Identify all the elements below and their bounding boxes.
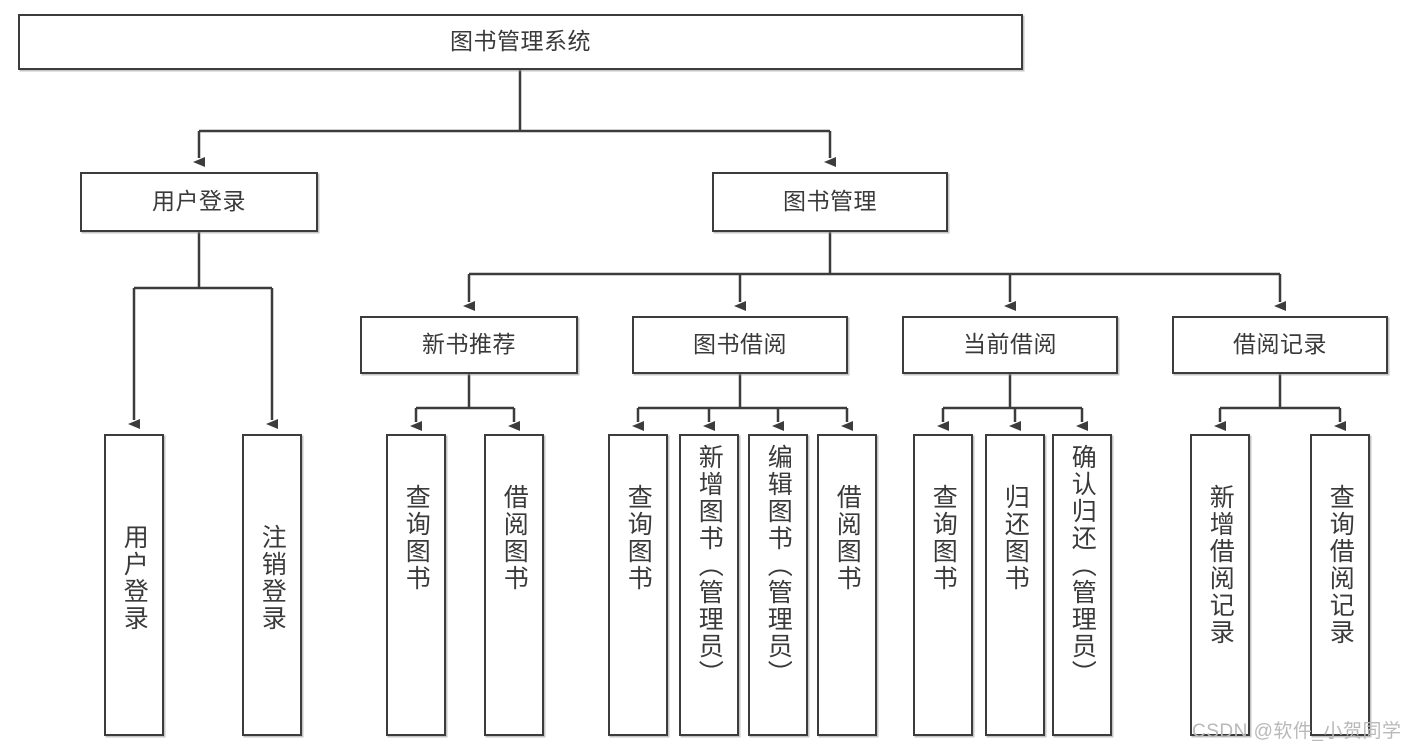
- node-leaf-logout-login-label: 注销登录: [258, 524, 287, 632]
- node-leaf-query-book-1[interactable]: 查询图书: [386, 434, 446, 736]
- node-book-borrow-label: 图书借阅: [693, 331, 787, 358]
- node-user-login[interactable]: 用户登录: [80, 172, 318, 232]
- node-leaf-borrow-book-2-label: 借阅图书: [833, 484, 862, 592]
- node-borrow-record[interactable]: 借阅记录: [1172, 316, 1388, 374]
- node-root-label: 图书管理系统: [450, 28, 591, 55]
- node-book-management[interactable]: 图书管理: [712, 172, 948, 232]
- node-leaf-logout-login[interactable]: 注销登录: [242, 434, 302, 736]
- csdn-watermark: CSDN @软件_小贺同学: [1192, 721, 1402, 742]
- node-leaf-return-book[interactable]: 归还图书: [985, 434, 1045, 736]
- node-user-login-label: 用户登录: [152, 188, 246, 215]
- node-leaf-query-borrow-record[interactable]: 查询借阅记录: [1310, 434, 1370, 736]
- node-leaf-borrow-book-2[interactable]: 借阅图书: [817, 434, 877, 736]
- node-leaf-edit-book-admin[interactable]: 编辑图书（管理员）: [748, 434, 808, 736]
- node-leaf-query-book-3-label: 查询图书: [929, 484, 958, 592]
- node-leaf-confirm-return-admin[interactable]: 确认归还（管理员）: [1052, 434, 1112, 736]
- node-borrow-record-label: 借阅记录: [1233, 331, 1327, 358]
- node-leaf-user-login-label: 用户登录: [120, 524, 149, 632]
- node-leaf-query-borrow-record-label: 查询借阅记录: [1326, 484, 1355, 646]
- node-root-system[interactable]: 图书管理系统: [18, 14, 1023, 70]
- node-leaf-add-borrow-record-label: 新增借阅记录: [1206, 484, 1235, 646]
- node-leaf-add-book-admin-label: 新增图书（管理员）: [695, 444, 724, 687]
- node-leaf-edit-book-admin-label: 编辑图书（管理员）: [764, 444, 793, 687]
- node-leaf-add-borrow-record[interactable]: 新增借阅记录: [1190, 434, 1250, 736]
- node-current-borrow[interactable]: 当前借阅: [902, 316, 1118, 374]
- node-leaf-query-book-2-label: 查询图书: [624, 484, 653, 592]
- node-leaf-borrow-book-1[interactable]: 借阅图书: [484, 434, 544, 736]
- node-leaf-add-book-admin[interactable]: 新增图书（管理员）: [679, 434, 739, 736]
- node-leaf-query-book-2[interactable]: 查询图书: [608, 434, 668, 736]
- node-leaf-return-book-label: 归还图书: [1001, 484, 1030, 592]
- node-leaf-query-book-3[interactable]: 查询图书: [913, 434, 973, 736]
- node-leaf-query-book-1-label: 查询图书: [402, 484, 431, 592]
- node-book-management-label: 图书管理: [783, 188, 877, 215]
- node-leaf-confirm-return-admin-label: 确认归还（管理员）: [1068, 444, 1097, 687]
- node-leaf-user-login[interactable]: 用户登录: [104, 434, 164, 736]
- node-leaf-borrow-book-1-label: 借阅图书: [500, 484, 529, 592]
- node-book-borrow[interactable]: 图书借阅: [632, 316, 848, 374]
- node-new-book-recommend[interactable]: 新书推荐: [360, 316, 578, 374]
- node-new-book-recommend-label: 新书推荐: [422, 331, 516, 358]
- node-current-borrow-label: 当前借阅: [963, 331, 1057, 358]
